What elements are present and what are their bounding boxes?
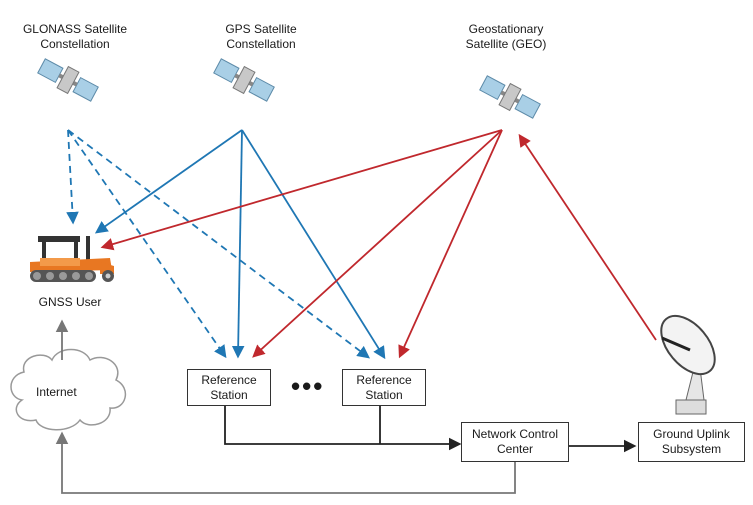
ncc-line1: Network Control — [471, 427, 559, 441]
gps-label-line2: Constellation — [226, 37, 296, 51]
ground-uplink-line1: Ground Uplink — [653, 427, 730, 441]
gps-satellite-icon — [213, 58, 275, 102]
glonass-label: GLONASS Satellite Constellation — [10, 22, 140, 52]
network-control-center: Network Control Center — [461, 422, 569, 462]
ground-uplink-subsystem: Ground Uplink Subsystem — [638, 422, 745, 462]
glonass-satellite-icon — [37, 58, 99, 102]
geo-satellite-icon — [479, 75, 541, 119]
geo-label-line2: Satellite (GEO) — [465, 37, 547, 51]
reference-station-1-line2: Station — [210, 387, 248, 402]
ellipsis: ••• — [291, 371, 325, 401]
glonass-label-line1: GLONASS Satellite — [22, 22, 128, 36]
satellite-dish-icon — [660, 314, 716, 415]
reference-station-1: Reference Station — [187, 369, 271, 406]
gps-links — [94, 129, 386, 360]
glonass-links — [66, 129, 371, 359]
ground-uplink-line2: Subsystem — [661, 442, 722, 456]
internet-label: Internet — [36, 385, 77, 399]
ground-network-links — [224, 405, 637, 453]
gps-label-line1: GPS Satellite — [225, 22, 297, 36]
geo-label-line1: Geostationary — [468, 22, 544, 36]
gnss-user-label: GNSS User — [38, 295, 102, 309]
internet-links — [55, 319, 516, 494]
reference-station-2-line2: Station — [365, 387, 403, 402]
reference-station-2: Reference Station — [342, 369, 426, 406]
tractor-icon — [30, 236, 114, 282]
glonass-label-line2: Constellation — [40, 37, 110, 51]
geo-label: Geostationary Satellite (GEO) — [441, 22, 571, 52]
ncc-line2: Center — [496, 442, 534, 456]
cloud-icon — [10, 348, 127, 431]
geo-links — [100, 129, 657, 359]
reference-station-2-line1: Reference — [356, 372, 412, 387]
gps-label: GPS Satellite Constellation — [196, 22, 326, 52]
reference-station-1-line1: Reference — [201, 372, 257, 387]
